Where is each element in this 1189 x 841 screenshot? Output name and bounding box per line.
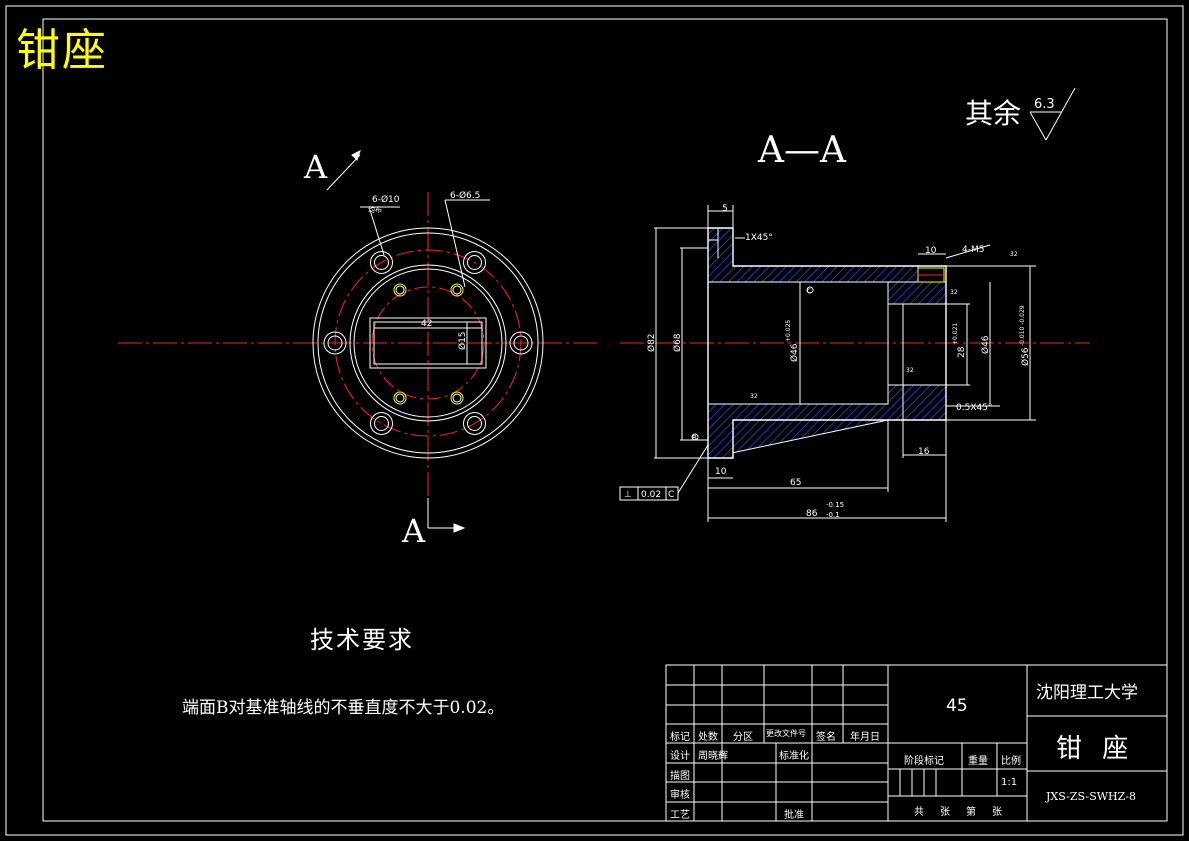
dim-rough-3: 32 — [906, 367, 914, 374]
datum2-label: C — [807, 288, 811, 295]
dim-thread-depth: 10 — [925, 246, 937, 256]
tech-requirements-title: 技术要求 — [310, 626, 414, 654]
tb-scale: 1:1 — [1001, 777, 1018, 788]
inner-holes — [393, 283, 464, 405]
tb-scale-label: 比例 — [1001, 756, 1021, 767]
dim-len86-tol-low: -0.1 — [826, 511, 840, 519]
slot-width-label: 42 — [421, 319, 432, 329]
slot-height-label: Ø15 — [457, 331, 468, 350]
dim-d56-tol: -0.010 -0.029 — [1019, 305, 1026, 346]
dim-d46: Ø46 — [980, 335, 991, 354]
tb-row-label-1: 描图 — [670, 771, 690, 782]
roughness-other-label: 其余 — [965, 97, 1022, 130]
tb-stage-label: 阶段标记 — [904, 756, 944, 767]
section-mark-top: A — [304, 148, 328, 186]
dim-rough-2: 32 — [950, 289, 958, 296]
tb-header-5: 年月日 — [850, 732, 880, 743]
front-view — [118, 150, 600, 533]
tb-row-name-0: 周晓辉 — [698, 751, 728, 762]
dim-len86: 86 — [806, 509, 818, 519]
tb-row-label-2: 审核 — [670, 790, 690, 801]
tb-header-2: 分区 — [733, 732, 753, 743]
tb-row-extra-3: 批准 — [784, 810, 804, 821]
tb-header-0: 标记 — [670, 732, 690, 743]
holes-outer-label: 6-Ø10 — [372, 194, 400, 205]
dim-d46-bore-tol: +0.025 — [785, 320, 792, 342]
tb-sheets-3: 张 — [992, 807, 1002, 818]
section-mark-bottom: A — [402, 512, 426, 550]
tb-row-extra-0: 标准化 — [779, 751, 809, 762]
section-view — [619, 205, 1090, 522]
tol-symbol: ⊥ — [624, 490, 632, 500]
dim-d82: Ø82 — [646, 333, 657, 352]
corner-title: 钳座 — [16, 25, 108, 76]
tol-value: 0.02 — [641, 490, 661, 500]
datum-label: B — [692, 434, 697, 442]
tb-school: 沈阳理工大学 — [1036, 683, 1138, 703]
dim-d56: Ø56 — [1020, 347, 1031, 366]
inner-border — [42, 18, 1168, 822]
dim-rough-1: 32 — [1010, 251, 1018, 258]
title-block — [665, 664, 1168, 822]
dim-len10: 10 — [715, 467, 727, 477]
tb-row-label-3: 工艺 — [670, 810, 690, 821]
tb-part-name: 钳 座 — [1056, 734, 1135, 764]
tb-sheets-0: 共 — [914, 807, 924, 818]
outer-holes — [323, 251, 533, 435]
dim-thread: 4-M5 — [962, 245, 984, 255]
dim-d28: 28 — [957, 346, 967, 358]
section-title: A—A — [758, 130, 846, 171]
roughness-symbol — [1029, 87, 1076, 141]
tb-material: 45 — [946, 696, 968, 716]
holes-outer-note: 均布 — [368, 205, 382, 214]
tb-header-4: 签名 — [816, 732, 836, 743]
dim-chamfer1: 1X45° — [745, 233, 773, 243]
tb-weight-label: 重量 — [968, 756, 988, 767]
holes-inner-label: 6-Ø6.5 — [450, 190, 480, 201]
dim-chamfer2: 0.5X45° — [956, 403, 992, 413]
tb-row-label-0: 设计 — [670, 751, 690, 762]
tb-sheets-2: 第 — [966, 807, 976, 818]
dim-rough-4: 32 — [750, 393, 758, 400]
tech-requirement-item: 端面B对基准轴线的不垂直度不大于0.02。 — [182, 698, 505, 718]
dim-d46-bore: Ø46 — [789, 343, 800, 362]
dim-len86-tol-up: -0.15 — [826, 501, 844, 509]
outer-border — [5, 5, 1184, 836]
tb-sheets-1: 张 — [940, 807, 950, 818]
tb-header-1: 处数 — [698, 732, 718, 743]
dim-d68: Ø68 — [672, 333, 683, 352]
roughness-value: 6.3 — [1034, 97, 1055, 112]
tol-datum: C — [668, 490, 674, 500]
dim-len65: 65 — [790, 478, 801, 488]
dim-top-step: 5 — [722, 204, 728, 214]
dim-len16: 16 — [918, 447, 930, 457]
tb-drawing-no: JXS-ZS-SWHZ-8 — [1046, 790, 1136, 803]
tb-header-3: 更改文件号 — [766, 729, 806, 738]
dim-d28-tol: +0.021 — [952, 323, 959, 345]
